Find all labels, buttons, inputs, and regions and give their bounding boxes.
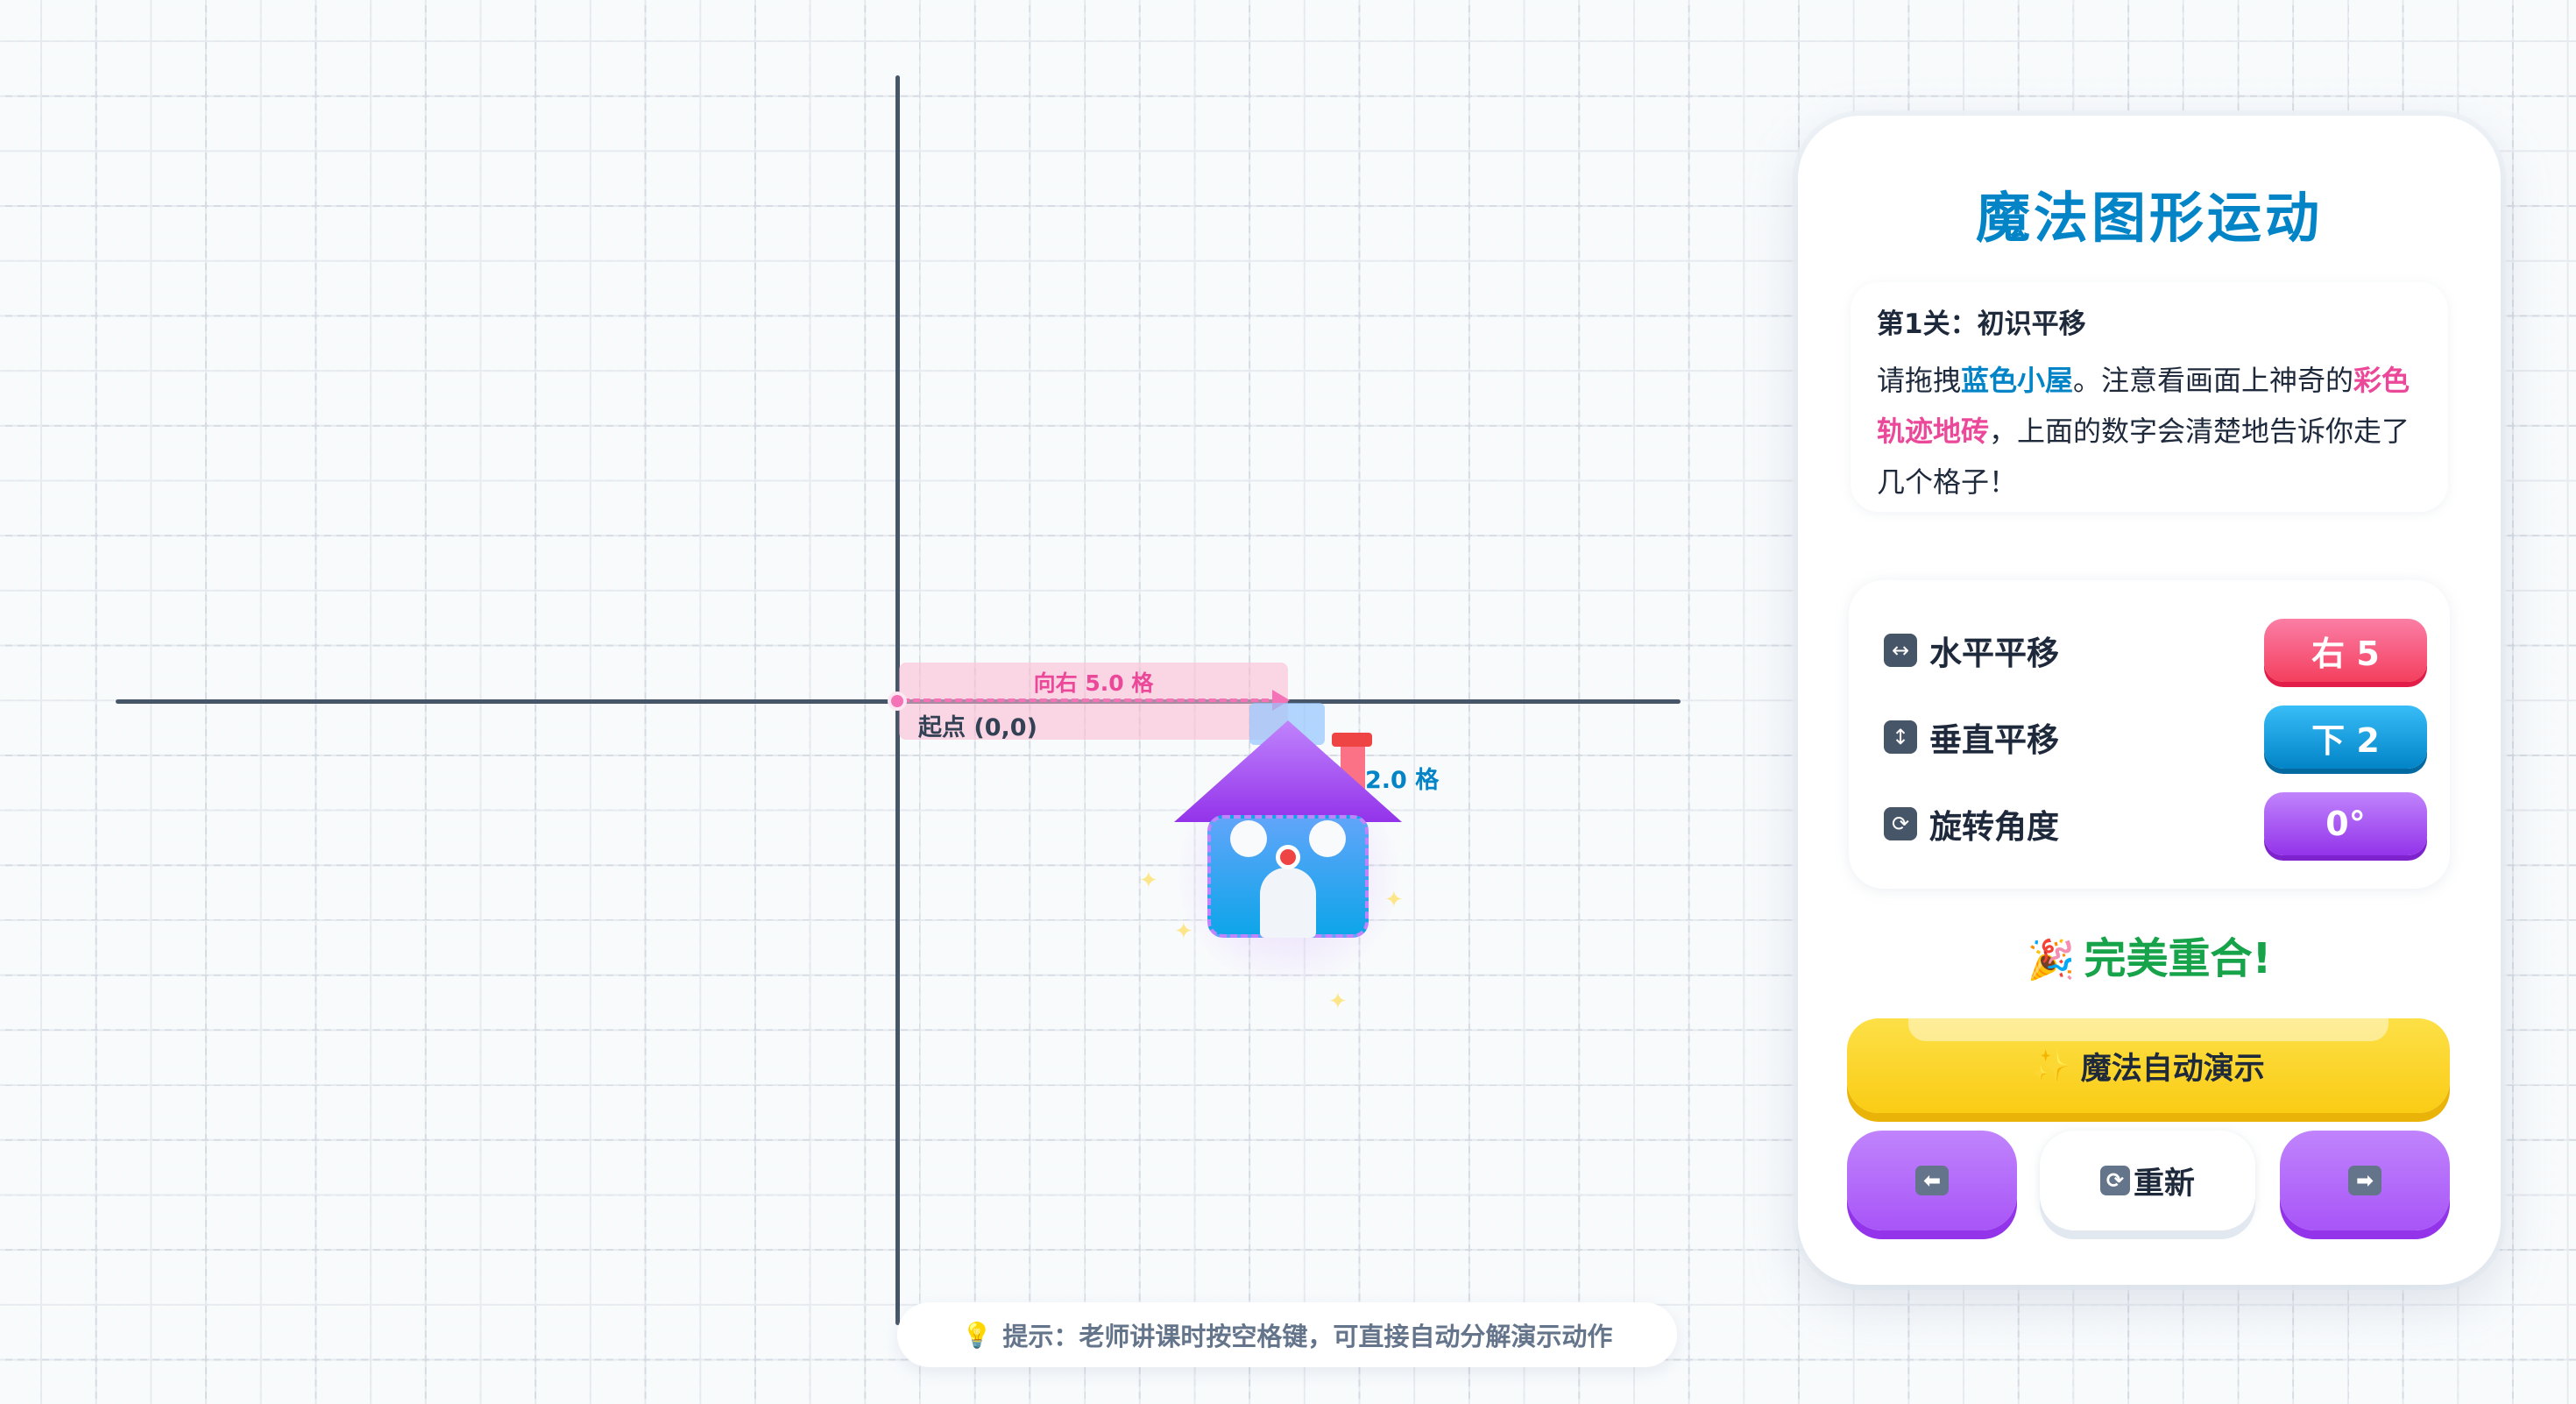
origin-point: [888, 691, 907, 711]
stat-label: 水平平移: [1929, 635, 2059, 672]
reset-icon: ⟳: [2099, 1166, 2130, 1195]
stat-row-horizontal: ↔ 水平平移 右 5: [1884, 617, 2427, 684]
mission-text-part: 请拖拽: [1877, 364, 1962, 397]
left-right-arrow-icon: ↔: [1884, 634, 1917, 667]
vertical-trail-label: 2.0 格: [1365, 767, 1440, 794]
up-down-arrow-icon: ↕: [1884, 720, 1917, 754]
sparkle-icon: ✨: [2032, 1048, 2070, 1084]
house-chimney-cap: [1332, 733, 1372, 747]
sparkle-icon: ✦: [1139, 868, 1158, 894]
reset-button-label: 重新: [2133, 1166, 2195, 1202]
stat-value-horizontal: 右 5: [2264, 619, 2427, 682]
mission-card: 第1关：初识平移 请拖拽蓝色小屋。注意看画面上神奇的彩色轨迹地砖，上面的数字会清…: [1851, 282, 2448, 512]
stat-label: 垂直平移: [1929, 721, 2059, 759]
reset-button[interactable]: ⟳ 重新: [2040, 1131, 2255, 1230]
previous-level-button[interactable]: ⬅: [1847, 1131, 2017, 1230]
lightbulb-icon: 💡: [961, 1320, 993, 1350]
stat-row-vertical: ↕ 垂直平移 下 2: [1884, 704, 2427, 770]
mission-text-part: 。注意看画面上神奇的: [2073, 364, 2354, 397]
sparkle-icon: ✦: [1174, 918, 1193, 945]
sparkle-icon: ✦: [1384, 887, 1404, 913]
mission-text: 请拖拽蓝色小屋。注意看画面上神奇的彩色轨迹地砖，上面的数字会清楚地告诉你走了几个…: [1877, 355, 2422, 507]
stat-row-rotation: ⟳ 旋转角度 0°: [1884, 791, 2427, 857]
mission-highlight-trail: 彩色轨迹地砖: [1877, 364, 2410, 448]
hint-bar: 💡 提示：老师讲课时按空格键，可直接自动分解演示动作: [897, 1302, 1677, 1367]
stat-value-rotation: 0°: [2264, 792, 2427, 855]
origin-label: 起点 (0,0): [918, 714, 1037, 741]
transform-stats-card: ↔ 水平平移 右 5 ↕ 垂直平移 下 2 ⟳ 旋转角度 0°: [1849, 580, 2450, 889]
sparkle-icon: ✦: [1328, 989, 1348, 1015]
hint-text: 提示：老师讲课时按空格键，可直接自动分解演示动作: [1002, 1322, 1613, 1351]
arrow-left-icon: ⬅: [1915, 1166, 1949, 1195]
panel-title: 魔法图形运动: [1975, 186, 2323, 250]
mission-text-part: ，上面的数字会清楚地告诉你走了几个格子！: [1877, 415, 2410, 499]
success-text: 完美重合!: [2084, 934, 2272, 983]
magic-auto-demo-button[interactable]: ✨ 魔法自动演示: [1847, 1018, 2450, 1113]
success-message: 🎉完美重合!: [1798, 924, 2501, 985]
house-window-right: [1309, 820, 1346, 857]
next-level-button[interactable]: ➡: [2280, 1131, 2450, 1230]
house-window-left: [1230, 820, 1267, 857]
button-shine: [1908, 1018, 2388, 1041]
horizontal-trail-label: 向右 5.0 格: [1033, 670, 1154, 696]
mission-title: 第1关：初识平移: [1877, 308, 2086, 340]
house-door: [1260, 868, 1316, 938]
rotation-pivot-handle[interactable]: [1276, 845, 1300, 869]
stat-value-vertical: 下 2: [2264, 706, 2427, 769]
stat-label: 旋转角度: [1929, 808, 2059, 846]
magic-button-label: 魔法自动演示: [2080, 1051, 2265, 1087]
rotate-icon: ⟳: [1884, 807, 1917, 840]
mission-highlight-house: 蓝色小屋: [1961, 364, 2074, 397]
horizontal-trail-arrow: [902, 698, 1279, 702]
arrow-right-icon: ➡: [2348, 1166, 2381, 1195]
party-popper-icon: 🎉: [2027, 938, 2076, 982]
